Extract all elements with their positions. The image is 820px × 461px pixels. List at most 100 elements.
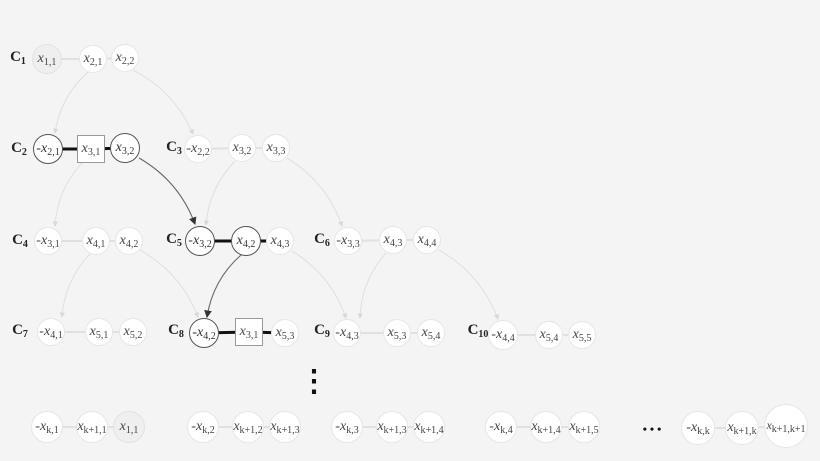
literal-text: x3,2 — [115, 139, 135, 157]
horizontal-ellipsis: • • • — [642, 422, 662, 436]
literal-node: x4,2 — [231, 226, 261, 256]
literal-text: -xk,1 — [35, 418, 59, 436]
literal-node: -xk,1 — [31, 411, 63, 443]
literal-text: xk+1,3 — [377, 418, 407, 436]
faint-arrow — [52, 162, 83, 227]
literal-node: xk+1,3 — [269, 411, 301, 443]
literal-node: xk+1,5 — [568, 411, 600, 443]
literal-node: -xk,3 — [331, 411, 363, 443]
literal-node: x1,1 — [113, 411, 145, 443]
clause-label-c4: C4 — [12, 232, 28, 250]
literal-node: -x4,2 — [189, 318, 219, 348]
literal-node: x4,4 — [413, 226, 441, 254]
literal-node: -x4,4 — [488, 320, 518, 350]
literal-node: x2,1 — [79, 45, 107, 73]
literal-text: x5,2 — [123, 323, 143, 341]
literal-node: -x2,2 — [184, 135, 212, 163]
literal-text: -x3,1 — [36, 232, 60, 250]
clause-label-c10: C10 — [467, 322, 489, 340]
literal-node: x4,3 — [379, 226, 407, 254]
literal-text: -xk,3 — [335, 418, 359, 436]
literal-node: xk+1,3 — [376, 411, 408, 443]
literal-text: xk+1,5 — [569, 418, 599, 436]
literal-text: -x4,1 — [39, 323, 63, 341]
literal-node: x3,2 — [110, 133, 140, 163]
literal-node: x5,4 — [417, 319, 445, 347]
literal-node: x3,1 — [235, 318, 263, 346]
clause-label-c7: C7 — [12, 322, 28, 340]
literal-node: x5,5 — [568, 321, 596, 349]
literal-node: -xk,4 — [485, 411, 517, 443]
literal-node: x2,2 — [111, 44, 139, 72]
clause-label-c5: C5 — [166, 231, 182, 249]
literal-text: x5,5 — [572, 326, 592, 344]
literal-text: x2,1 — [83, 50, 103, 68]
literal-text: x1,1 — [119, 418, 139, 436]
literal-node: x5,3 — [271, 319, 299, 347]
literal-text: x5,4 — [421, 324, 441, 342]
literal-node: x3,3 — [262, 134, 290, 162]
literal-text: xk+1,k — [727, 419, 757, 437]
resolution-arrows — [52, 69, 499, 320]
literal-node: -x2,1 — [33, 134, 63, 164]
literal-text: -x4,3 — [335, 324, 359, 342]
literal-node: -x4,3 — [333, 319, 361, 347]
literal-text: -xk,k — [686, 419, 710, 437]
faint-arrow — [286, 157, 344, 227]
clause-label-c3: C3 — [166, 139, 182, 157]
literal-text: x3,3 — [266, 139, 286, 157]
literal-text: xk+1,1 — [77, 418, 107, 436]
literal-text: x5,1 — [89, 323, 109, 341]
clause-label-c2: C2 — [11, 140, 27, 158]
literal-text: -x4,4 — [491, 326, 515, 344]
literal-text: x3,1 — [81, 140, 101, 158]
literal-text: -x3,2 — [188, 232, 212, 250]
literal-text: xk+1,k+1 — [766, 417, 806, 435]
literal-node: -xk,k — [681, 411, 715, 445]
literal-text: -xk,4 — [489, 418, 513, 436]
literal-node: x3,1 — [77, 135, 105, 163]
literal-node: xk+1,k+1 — [764, 404, 808, 448]
literal-node: -x3,3 — [334, 227, 362, 255]
literal-node: x4,2 — [115, 227, 143, 255]
literal-node: -x3,2 — [185, 226, 215, 256]
literal-text: xk+1,2 — [233, 418, 263, 436]
faint-arrow — [291, 250, 348, 319]
literal-text: x4,3 — [383, 231, 403, 249]
literal-text: xk+1,4 — [531, 418, 561, 436]
literal-node: -xk,2 — [187, 411, 219, 443]
faint-arrow — [59, 253, 91, 318]
literal-text: x3,2 — [232, 139, 252, 157]
clause-label-c8: C8 — [168, 322, 184, 340]
clause-label-c9: C9 — [314, 322, 330, 340]
literal-node: x4,3 — [266, 227, 294, 255]
strong-arrow — [138, 157, 197, 226]
literal-node: xk+1,4 — [530, 411, 562, 443]
literal-text: -x3,3 — [336, 232, 360, 250]
literal-text: x4,2 — [119, 232, 139, 250]
literal-node: x1,1 — [32, 44, 62, 74]
literal-node: xk+1,1 — [76, 411, 108, 443]
literal-node: -x4,1 — [37, 318, 65, 346]
clause-label-c1: C1 — [10, 49, 26, 67]
literal-node: x5,1 — [85, 318, 113, 346]
faint-arrow — [139, 249, 199, 318]
strong-arrow — [204, 254, 242, 319]
literal-text: x2,2 — [115, 49, 135, 67]
literal-text: x4,2 — [236, 232, 256, 250]
literal-node: x3,2 — [228, 134, 256, 162]
literal-node: x5,4 — [535, 321, 563, 349]
literal-text: x4,3 — [270, 232, 290, 250]
literal-text: x3,1 — [239, 323, 259, 341]
literal-node: xk+1,k — [725, 411, 759, 445]
literal-node: xk+1,2 — [232, 411, 264, 443]
faint-arrow — [132, 69, 194, 135]
literal-text: x5,3 — [387, 324, 407, 342]
faint-arrow — [357, 252, 387, 319]
literal-text: -x2,1 — [36, 140, 60, 158]
literal-node: xk+1,4 — [413, 411, 445, 443]
faint-arrow — [53, 71, 89, 134]
literal-text: -x4,2 — [192, 324, 216, 342]
literal-text: x5,3 — [275, 324, 295, 342]
faint-arrow — [203, 160, 236, 226]
